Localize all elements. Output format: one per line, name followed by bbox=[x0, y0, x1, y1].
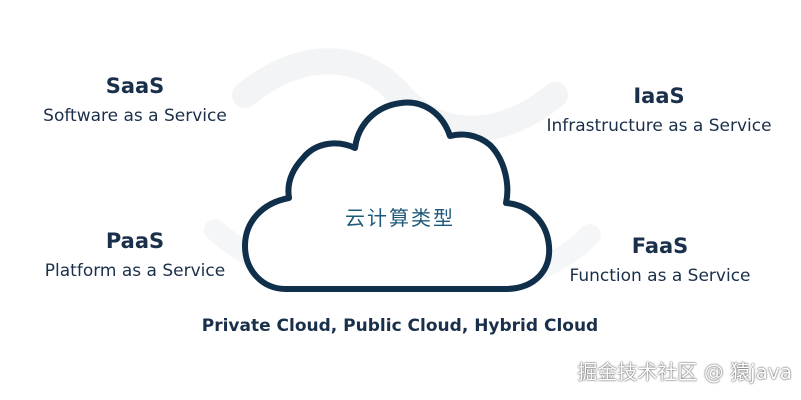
deployment-models-text: Private Cloud, Public Cloud, Hybrid Clou… bbox=[201, 316, 599, 336]
paas-acronym: PaaS bbox=[105, 229, 165, 253]
saas-expansion: Software as a Service bbox=[43, 106, 227, 126]
paas-label-group: PaaS Platform as a Service bbox=[15, 228, 255, 284]
saas-acronym: SaaS bbox=[105, 74, 165, 98]
iaas-label-group: IaaS Infrastructure as a Service bbox=[525, 83, 793, 139]
faas-acronym: FaaS bbox=[631, 234, 689, 258]
cloud-center-label: 云计算类型 bbox=[345, 206, 455, 230]
iaas-acronym: IaaS bbox=[633, 84, 685, 108]
faas-expansion: Function as a Service bbox=[569, 266, 751, 286]
saas-label-group: SaaS Software as a Service bbox=[15, 73, 255, 129]
faas-label-group: FaaS Function as a Service bbox=[545, 233, 775, 289]
watermark-text: 掘金技术社区 @ 猿java bbox=[577, 360, 792, 384]
paas-expansion: Platform as a Service bbox=[44, 261, 226, 281]
iaas-expansion: Infrastructure as a Service bbox=[546, 116, 772, 136]
